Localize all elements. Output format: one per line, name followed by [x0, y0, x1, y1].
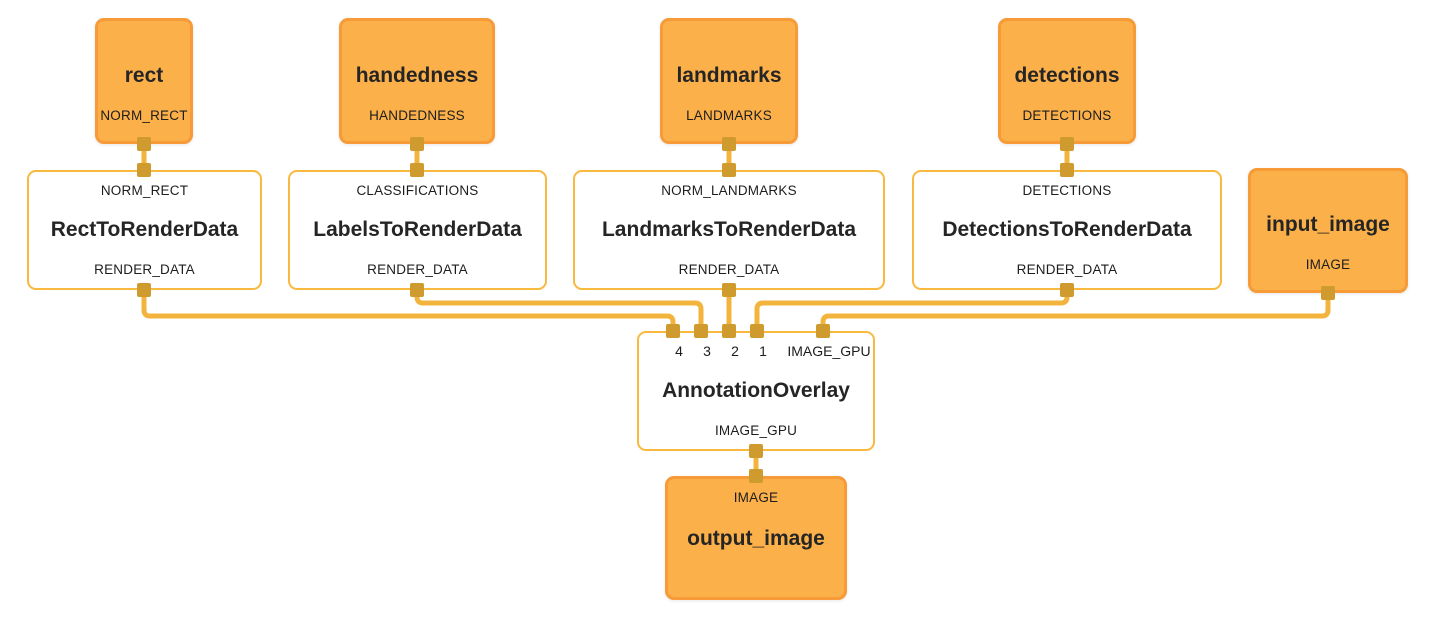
- node-handedness-title: handedness: [355, 64, 479, 87]
- node-output-image[interactable]: IMAGE output_image: [665, 476, 847, 600]
- node-rect-title: rect: [124, 64, 164, 87]
- node-annotation-overlay-title: AnnotationOverlay: [662, 379, 850, 402]
- node-detections-to-render-data-output-port-label: RENDER_DATA: [1016, 262, 1118, 277]
- node-rect-to-render-data[interactable]: NORM_RECT RectToRenderData RENDER_DATA: [27, 170, 262, 290]
- node-landmarks-to-render-data-input-port-label: NORM_LANDMARKS: [661, 183, 797, 198]
- node-rect-to-render-data-title: RectToRenderData: [50, 218, 239, 241]
- node-output-image-title: output_image: [687, 527, 825, 550]
- edge-detectionstorenderdata-to-overlay-1: [754, 290, 1070, 331]
- node-labels-to-render-data-title: LabelsToRenderData: [313, 218, 522, 241]
- node-landmarks-to-render-data[interactable]: NORM_LANDMARKS LandmarksToRenderData REN…: [573, 170, 885, 290]
- node-annotation-overlay[interactable]: 4 3 2 1 IMAGE_GPU AnnotationOverlay IMAG…: [637, 331, 875, 451]
- edge-labelstorenderdata-to-overlay-3: [414, 290, 704, 331]
- node-input-image-title: input_image: [1266, 213, 1390, 236]
- node-detections-to-render-data-input-port-label: DETECTIONS: [1022, 183, 1112, 198]
- edge-inputimage-to-overlay-imagegpu: [820, 293, 1331, 331]
- node-rect-to-render-data-input-port-label: NORM_RECT: [100, 183, 189, 198]
- node-handedness-output-port-label: HANDEDNESS: [369, 108, 465, 123]
- node-handedness[interactable]: handedness HANDEDNESS: [339, 18, 495, 144]
- node-landmarks-to-render-data-title: LandmarksToRenderData: [601, 218, 856, 241]
- node-landmarks[interactable]: landmarks LANDMARKS: [660, 18, 798, 144]
- node-landmarks-output-port-label: LANDMARKS: [686, 108, 772, 123]
- node-annotation-overlay-input-port-labels: 4 3 2 1 IMAGE_GPU: [643, 343, 871, 359]
- input-port-label-2: 2: [731, 343, 739, 359]
- node-annotation-overlay-output-port-label: IMAGE_GPU: [714, 423, 798, 438]
- node-output-image-input-port-label: IMAGE: [733, 490, 779, 505]
- node-labels-to-render-data[interactable]: CLASSIFICATIONS LabelsToRenderData RENDE…: [288, 170, 547, 290]
- node-labels-to-render-data-input-port-label: CLASSIFICATIONS: [356, 183, 479, 198]
- edge-recttorenderdata-to-overlay-4: [141, 290, 676, 331]
- node-rect[interactable]: rect NORM_RECT: [95, 18, 193, 144]
- input-port-label-1: 1: [759, 343, 767, 359]
- node-input-image-output-port-label: IMAGE: [1305, 257, 1351, 272]
- node-detections-output-port-label: DETECTIONS: [1022, 108, 1112, 123]
- node-labels-to-render-data-output-port-label: RENDER_DATA: [367, 262, 468, 277]
- node-detections-title: detections: [1014, 64, 1120, 87]
- node-detections-to-render-data[interactable]: DETECTIONS DetectionsToRenderData RENDER…: [912, 170, 1222, 290]
- input-port-label-image-gpu: IMAGE_GPU: [787, 343, 871, 359]
- input-port-label-3: 3: [703, 343, 711, 359]
- node-rect-output-port-label: NORM_RECT: [100, 108, 188, 123]
- node-landmarks-to-render-data-output-port-label: RENDER_DATA: [678, 262, 780, 277]
- node-detections-to-render-data-title: DetectionsToRenderData: [942, 218, 1192, 241]
- node-landmarks-title: landmarks: [676, 64, 782, 87]
- node-input-image[interactable]: input_image IMAGE: [1248, 168, 1408, 293]
- node-detections[interactable]: detections DETECTIONS: [998, 18, 1136, 144]
- node-rect-to-render-data-output-port-label: RENDER_DATA: [94, 262, 195, 277]
- input-port-label-4: 4: [675, 343, 683, 359]
